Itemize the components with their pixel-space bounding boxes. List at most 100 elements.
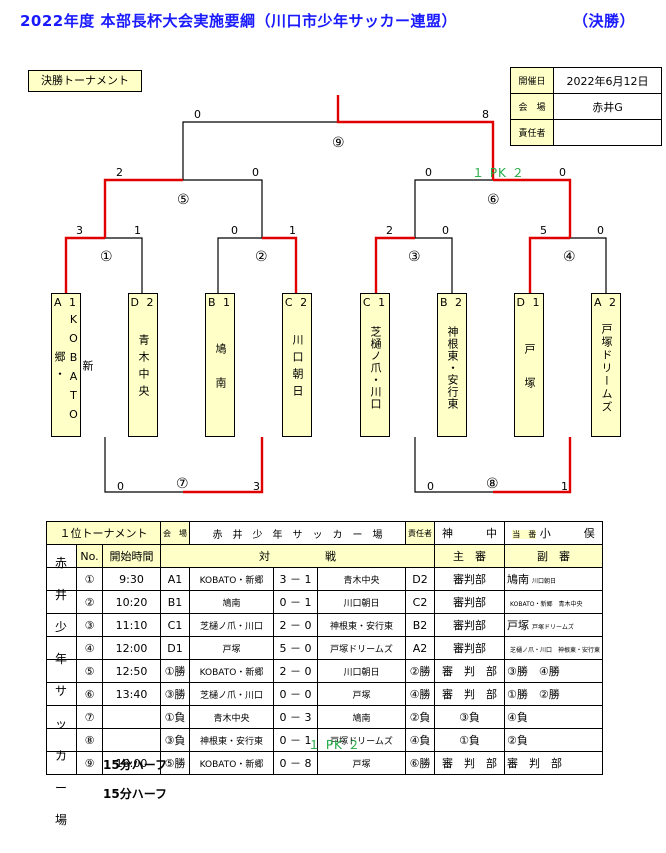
- label-m5: ⑤: [177, 192, 190, 208]
- sched-duty-value: 小 俣: [539, 527, 595, 540]
- row-ref: 審 判 部: [434, 659, 505, 683]
- row-sub-detail: 芝樋ノ爪・川口 神根東・安行東: [510, 646, 601, 654]
- row-right-seed: B2: [405, 613, 435, 637]
- row-right-seed: ⑥勝: [405, 751, 435, 775]
- row-no: ⑦: [76, 705, 103, 729]
- row-sub: ①勝 ②勝: [503, 682, 604, 706]
- row-time: 10:20: [102, 590, 161, 614]
- sched-venue-label: 会 場: [160, 521, 190, 545]
- side-char: ッ: [54, 716, 67, 731]
- row-score: 0 － 8: [273, 751, 318, 775]
- side-cell: [46, 590, 77, 614]
- side-char: サ: [54, 684, 67, 699]
- row-sub: 鳩南川口朝日: [503, 567, 604, 591]
- row-time: 12:00: [102, 636, 161, 660]
- row-sub-detail: 戸塚ドリームズ: [532, 624, 574, 631]
- row-right-seed: D2: [405, 567, 435, 591]
- score-m8-right: 1: [561, 480, 568, 493]
- row-time: 11:10: [102, 613, 161, 637]
- team-name: 新KOBATO郷・: [53, 313, 94, 427]
- schedule-table: １位トーナメント 会 場 赤 井 少 年 サ ッ カ ー 場 責任者 神 中 当…: [46, 521, 604, 775]
- side-char: 場: [54, 813, 67, 828]
- team-name: 青木中央: [137, 334, 150, 402]
- label-m6: ⑥: [487, 192, 500, 208]
- label-m9: ⑨: [332, 135, 345, 151]
- sched-resp-label: 責任者: [405, 521, 435, 545]
- row-left-seed: ⑤勝: [160, 751, 190, 775]
- score-m1-left: 3: [76, 224, 83, 237]
- title-final: （決勝）: [573, 12, 636, 30]
- row-score: 5 － 0: [273, 636, 318, 660]
- row-score: 0 － 1: [273, 590, 318, 614]
- side-char: ー: [54, 781, 67, 796]
- line-m7-win: [183, 437, 264, 494]
- line-m3-right: [415, 237, 453, 293]
- row-no: ⑧: [76, 728, 103, 752]
- team-name: 川口朝日: [291, 334, 304, 402]
- row-right-team: 戸塚ドリームズ: [317, 636, 406, 660]
- score-m4-left: 5: [540, 224, 547, 237]
- row-sub: 戸塚戸塚ドリームズ: [503, 613, 604, 637]
- row-right-team: 戸塚: [317, 682, 406, 706]
- row-ref: 審 判 部: [434, 682, 505, 706]
- row-ref: 審判部: [434, 590, 505, 614]
- score-m8-left: 0: [427, 480, 434, 493]
- row-left-team: 戸塚: [189, 636, 274, 660]
- row-right-team: 神根東・安行東: [317, 613, 406, 637]
- score-m2-right: 1: [289, 224, 296, 237]
- team-seed: B 2: [439, 296, 465, 309]
- col-no: No.: [76, 544, 103, 568]
- row-right-seed: ④勝: [405, 682, 435, 706]
- line-m2-win: [262, 236, 298, 293]
- pk-s6: １ PK ２: [472, 166, 525, 180]
- side-cell: [46, 544, 77, 568]
- line-s6-left: [414, 179, 493, 238]
- sched-resp-value: 神 中: [434, 521, 505, 545]
- line-m3-win: [374, 236, 415, 293]
- row-right-seed: C2: [405, 590, 435, 614]
- line-s6-win: [493, 178, 572, 238]
- row-left-seed: ③勝: [160, 682, 190, 706]
- row-left-seed: ①勝: [160, 659, 190, 683]
- row-score: 0 － 0: [273, 682, 318, 706]
- row-right-team: 川口朝日: [317, 590, 406, 614]
- row-ref: 審判部: [434, 567, 505, 591]
- team-seed: D 1: [516, 296, 542, 309]
- tournament-tag: 決勝トーナメント: [28, 70, 142, 92]
- row-left-seed: D1: [160, 636, 190, 660]
- bracket-lines: [64, 95, 607, 494]
- sched-title: １位トーナメント: [46, 521, 161, 545]
- row-ref: 審判部: [434, 636, 505, 660]
- score-m7-right: 3: [253, 480, 260, 493]
- row-left-team: 神根東・安行東: [189, 728, 274, 752]
- row-right-seed: A2: [405, 636, 435, 660]
- row-left-seed: C1: [160, 613, 190, 637]
- row-sub-main: 審 判 部: [507, 757, 562, 770]
- row-no: ③: [76, 613, 103, 637]
- row-left-team: KOBATO・新郷: [189, 751, 274, 775]
- info-resp-value: [553, 119, 662, 146]
- row-right-team: 戸塚: [317, 751, 406, 775]
- sched-duty-label: 当 番: [512, 530, 537, 539]
- sched-duty: 当 番 小 俣: [503, 521, 604, 545]
- row-no: ⑤: [76, 659, 103, 683]
- row-right-team: 鳩南: [317, 705, 406, 729]
- line-m4-right: [570, 237, 607, 293]
- team-seed: A 1: [53, 296, 79, 309]
- line-final-win: [336, 95, 495, 180]
- line-m8-left: [414, 437, 493, 493]
- side-char: 赤: [54, 555, 67, 570]
- row-ref: ③負: [434, 705, 505, 729]
- team-seed: B 1: [207, 296, 233, 309]
- row-left-team: 芝樋ノ爪・川口: [189, 613, 274, 637]
- row-left-team: KOBATO・新郷: [189, 659, 274, 683]
- row-sub: 審 判 部: [503, 751, 604, 775]
- sched-venue-value: 赤 井 少 年 サ ッ カ ー 場: [189, 521, 406, 545]
- score-m7-left: 0: [117, 480, 124, 493]
